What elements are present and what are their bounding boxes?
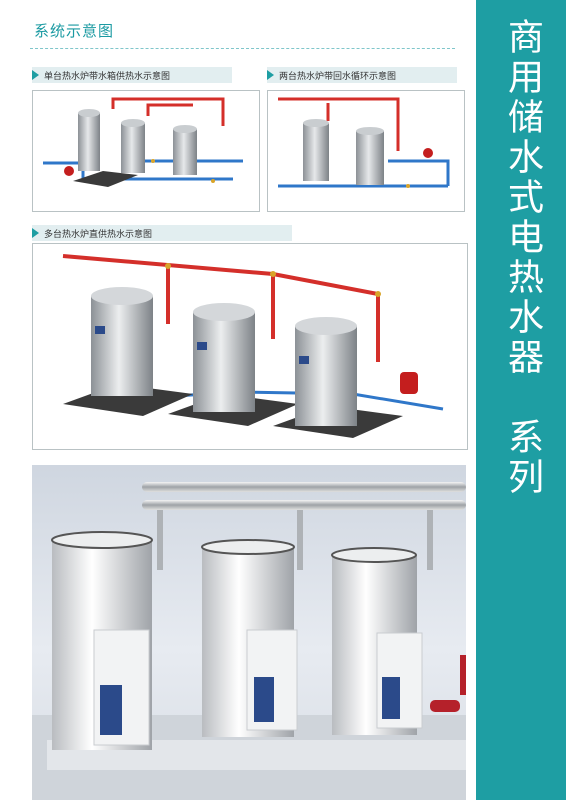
caption-arrow-icon	[32, 228, 39, 238]
caption-arrow-icon	[32, 70, 39, 80]
caption-text: 多台热水炉直供热水示意图	[44, 229, 153, 240]
diagram-caption-3: 多台热水炉直供热水示意图	[32, 225, 292, 241]
caption-text: 单台热水炉带水箱供热水示意图	[44, 71, 171, 82]
page-title: 系统示意图	[34, 22, 115, 40]
diagram-caption-1: 单台热水炉带水箱供热水示意图	[32, 67, 232, 83]
diagram-multi-heaters-svg	[62, 254, 444, 438]
title-divider	[30, 48, 455, 50]
diagram-two-heaters	[267, 90, 465, 212]
product-photo-svg	[32, 482, 466, 800]
caption-arrow-icon	[267, 70, 274, 80]
diagram-single-heater-svg	[43, 97, 243, 187]
caption-text: 两台热水炉带回水循环示意图	[279, 71, 397, 82]
sidebar-band	[476, 0, 566, 800]
product-photo	[32, 465, 466, 800]
diagram-multi-heaters	[32, 243, 468, 450]
diagram-caption-2: 两台热水炉带回水循环示意图	[267, 67, 457, 83]
side-title: 商用储水式电热水器 系列	[502, 18, 543, 498]
diagram-two-heaters-svg	[278, 97, 450, 188]
diagram-single-heater	[32, 90, 260, 212]
